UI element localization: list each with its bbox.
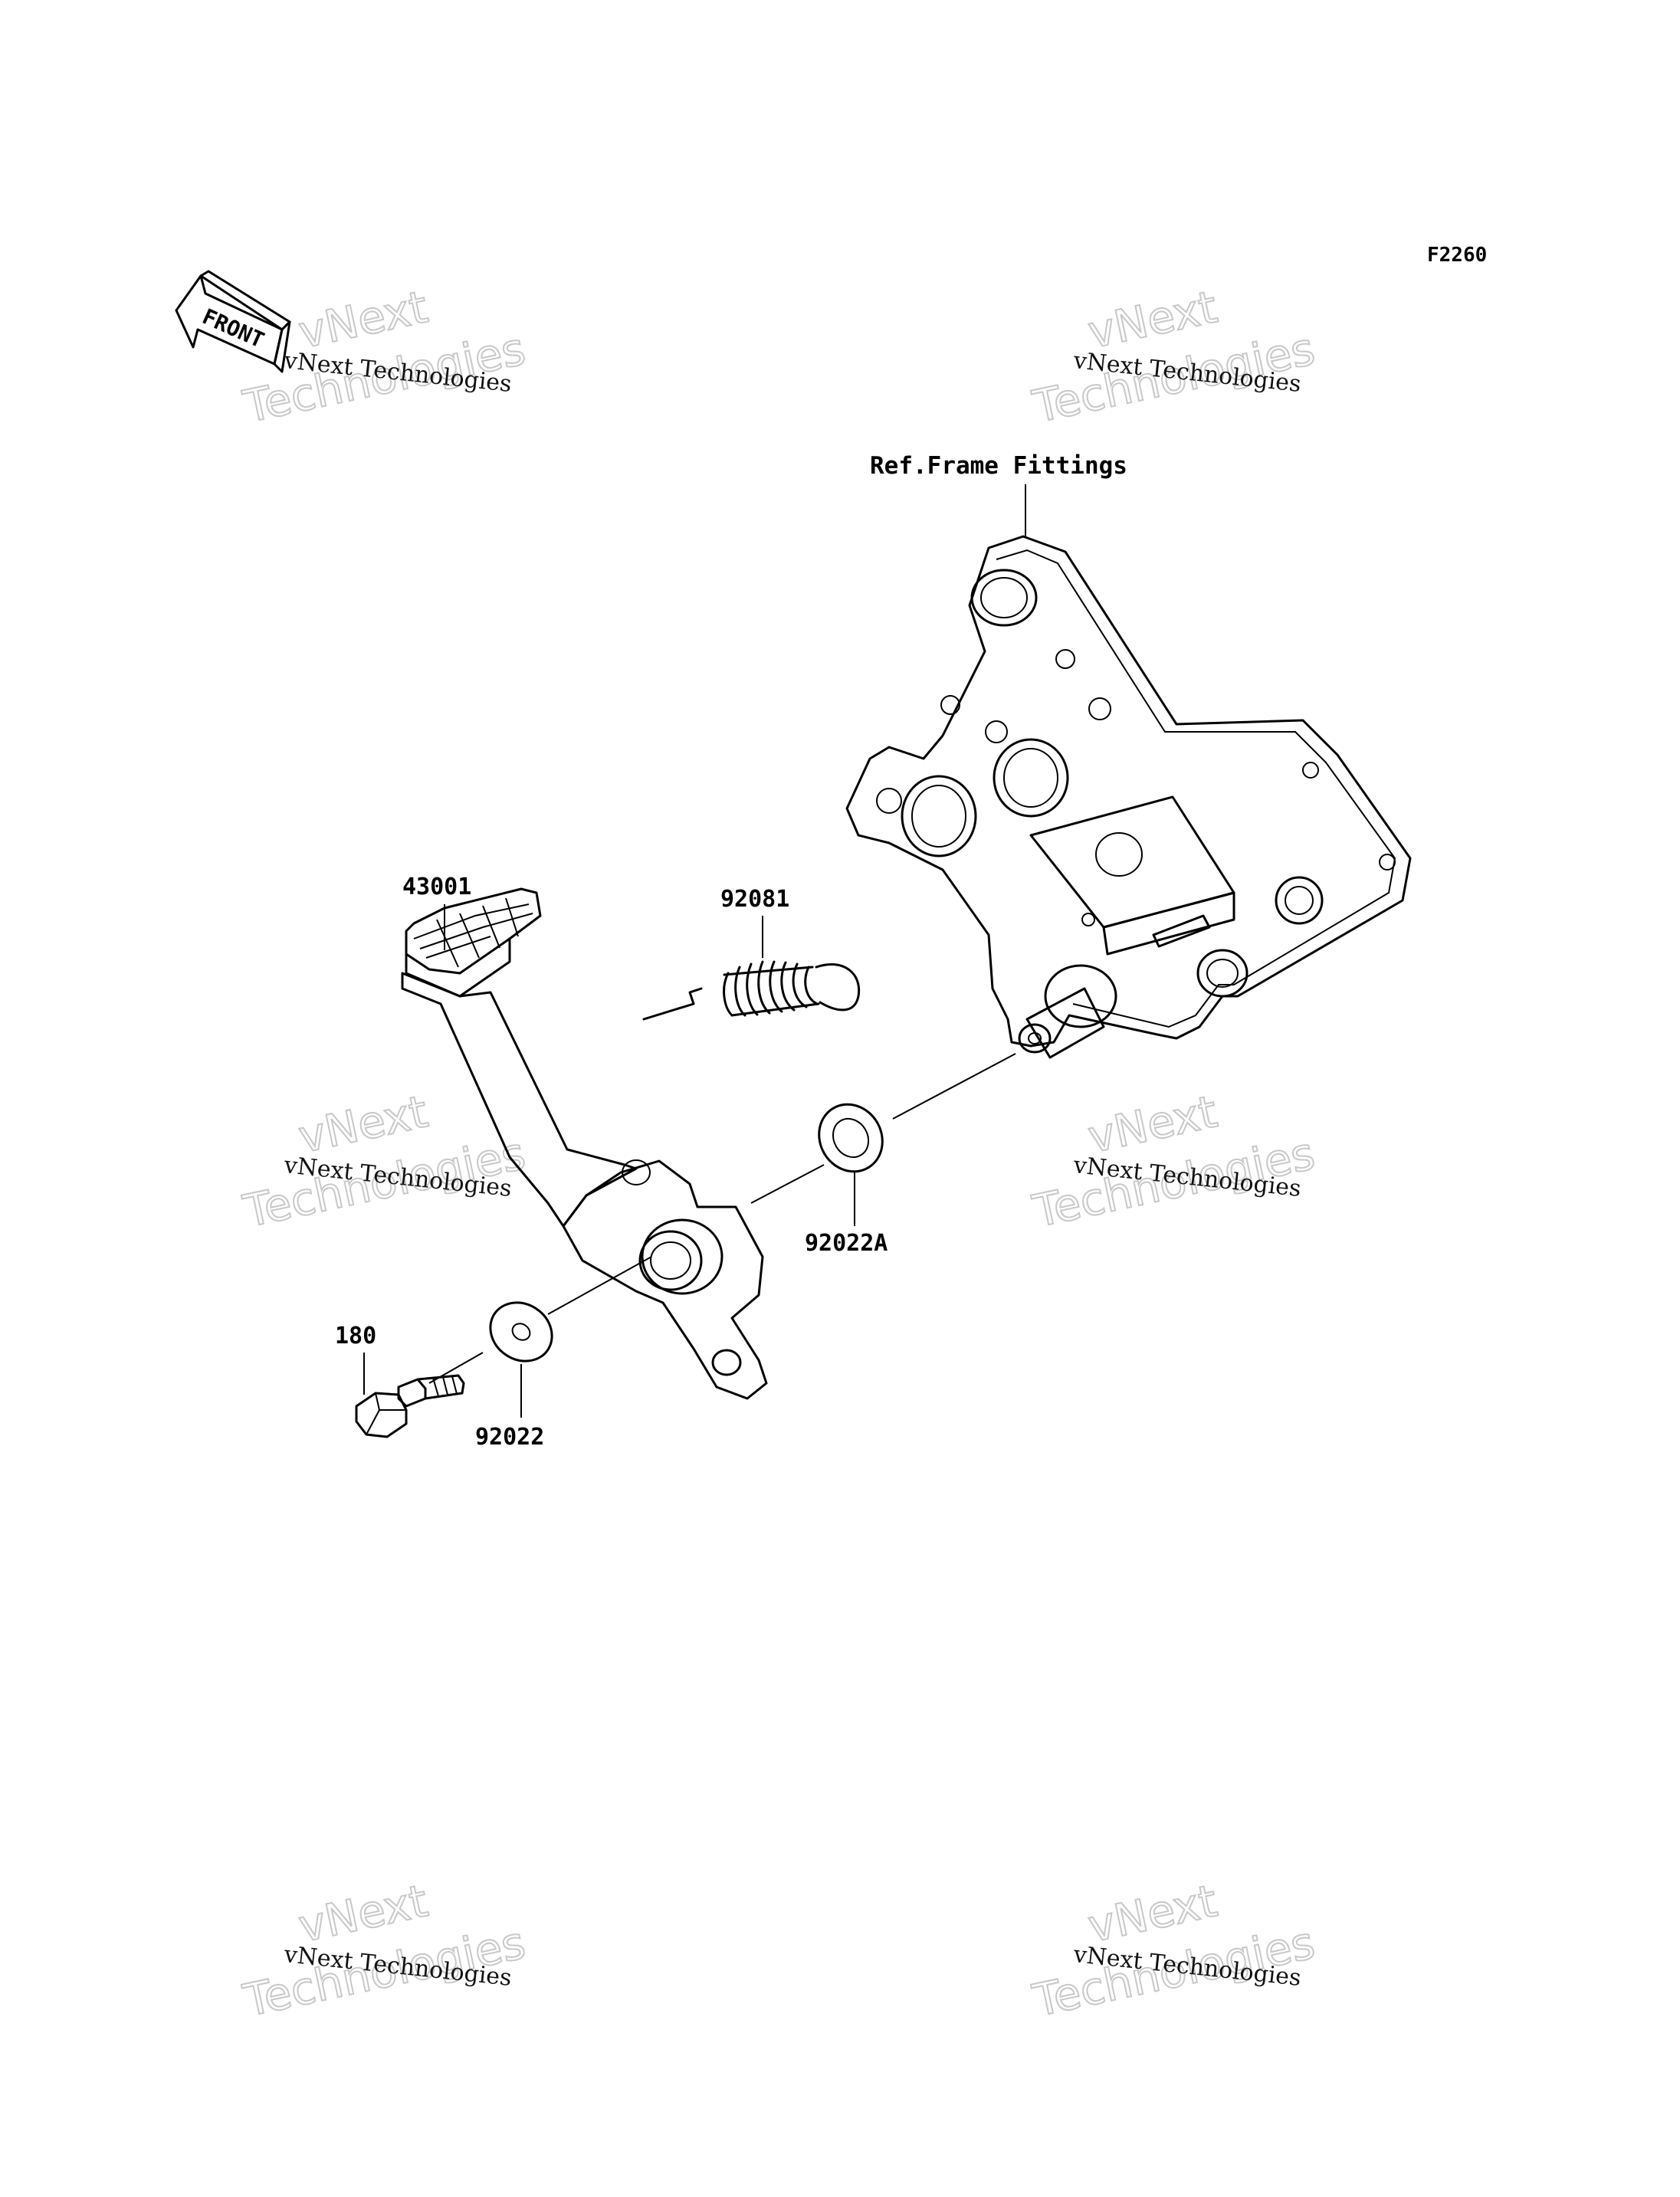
- washer-92022a: [818, 1103, 884, 1173]
- watermark-top-left: vNext Technologies vNext Technologies: [238, 280, 531, 434]
- callout-frame-fittings: Ref.Frame Fittings: [870, 452, 1127, 480]
- front-arrow-icon: FRONT: [175, 270, 291, 373]
- brake-pedal: [401, 887, 768, 1400]
- axis-line-middle: [750, 1164, 825, 1204]
- callout-92022a: 92022A: [805, 1230, 888, 1257]
- callout-92022: 92022: [475, 1424, 544, 1451]
- washer-92022: [489, 1301, 553, 1362]
- frame-fitting-bracket: [845, 535, 1412, 1059]
- watermark-mid-right: vNext Technologies vNext Technologies: [1028, 1084, 1321, 1238]
- figure-code: F2260: [1427, 244, 1487, 267]
- watermark-mid-left: vNext Technologies vNext Technologies: [238, 1084, 531, 1238]
- callout-43001: 43001: [402, 874, 471, 900]
- callout-180: 180: [335, 1323, 376, 1349]
- return-spring: [642, 960, 861, 1021]
- axis-line-lower: [547, 1256, 652, 1315]
- watermark-top-right: vNext Technologies vNext Technologies: [1028, 280, 1321, 434]
- watermark-bottom-right: vNext Technologies vNext Technologies: [1028, 1874, 1321, 2028]
- axis-line-upper: [892, 1053, 1016, 1120]
- bolt-180: [355, 1374, 465, 1438]
- watermark-bottom-left: vNext Technologies vNext Technologies: [238, 1874, 531, 2028]
- callout-92081: 92081: [720, 886, 789, 913]
